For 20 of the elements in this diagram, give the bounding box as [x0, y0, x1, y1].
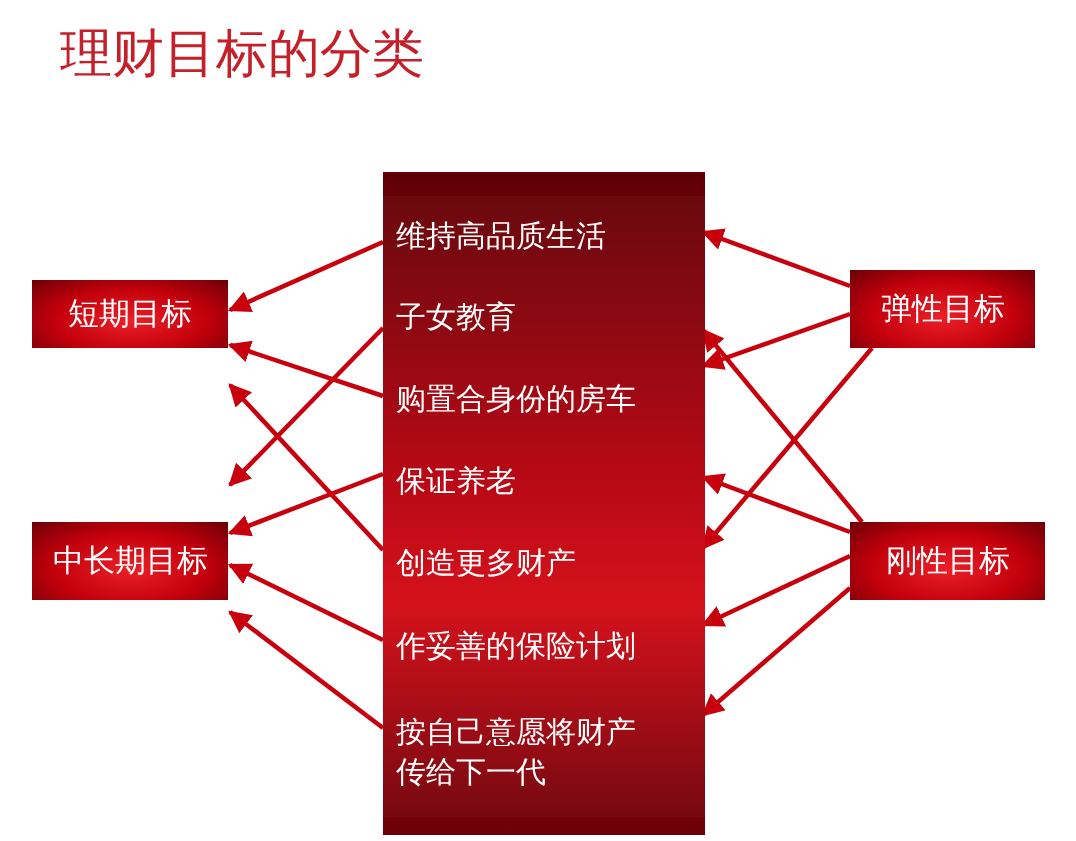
goal-item-text: 作妥善的保险计划: [383, 604, 705, 687]
arrow: [228, 383, 385, 552]
goal-box: 弹性目标: [850, 270, 1035, 348]
title: 理财目标的分类: [60, 22, 424, 85]
goal-box: 刚性目标: [850, 522, 1045, 600]
arrow: [228, 610, 385, 730]
goal-box: 短期目标: [32, 280, 228, 348]
goal-item-text: 创造更多财产: [383, 522, 705, 604]
arrow: [228, 326, 385, 487]
goal-item-text: 购置合身份的房车: [383, 358, 705, 440]
goal-item-text: 按自己意愿将财产传给下一代: [383, 687, 705, 817]
goal-item-text: 维持高品质生活: [383, 196, 705, 276]
goal-item-text: 保证养老: [383, 440, 705, 522]
goal-item-text: 子女教育: [383, 276, 705, 358]
arrow: [228, 563, 384, 642]
center-band: [383, 172, 705, 835]
goal-box: 中长期目标: [32, 522, 228, 600]
arrow: [227, 471, 384, 537]
arrow: [227, 340, 384, 399]
arrow: [227, 239, 384, 313]
